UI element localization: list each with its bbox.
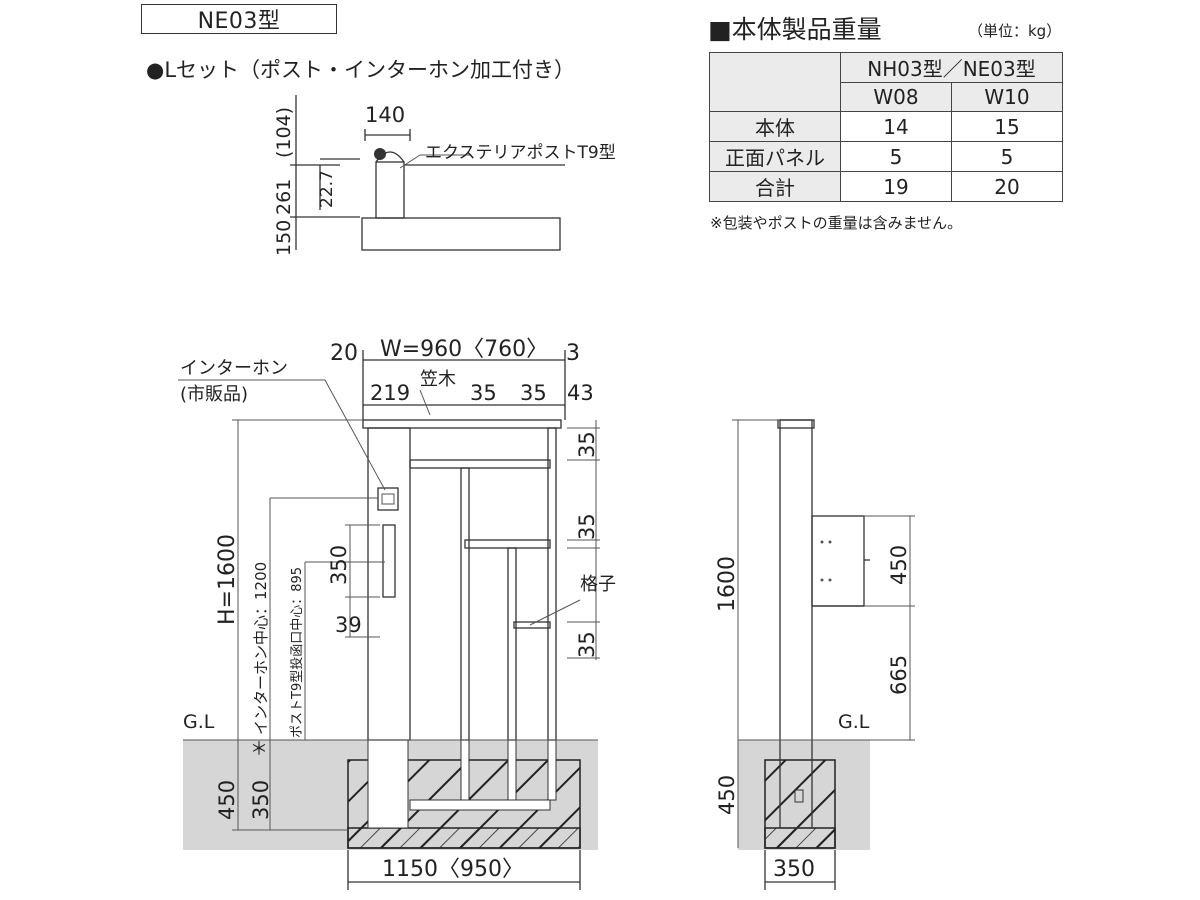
dim-219: 219 (370, 381, 410, 405)
dim-20: 20 (330, 341, 358, 366)
table-row: 合計 19 20 (709, 171, 1063, 202)
row-label: 本体 (709, 111, 841, 142)
weight-note: ※包装やポストの重量は含みません。 (710, 214, 963, 232)
cell-w10: 20 (951, 171, 1063, 202)
cell-w10: 15 (951, 111, 1063, 142)
post-label: エクステリアポストT9型 (425, 143, 616, 163)
dim-261: 261 (273, 179, 295, 215)
table-row: 本体 14 15 (709, 111, 1063, 142)
set-title: ●Lセット（ポスト・インターホン加工付き） (146, 58, 576, 82)
dim-bottom: 1150〈950〉 (382, 857, 524, 882)
row-label: 合計 (709, 171, 841, 202)
side-dim-450-upper: 450 (887, 545, 911, 585)
side-gl-label: G.L (838, 711, 870, 733)
dim-22-7: 22.7 (317, 170, 337, 208)
dim-150: 150 (273, 220, 295, 256)
dim-35b: 35 (520, 381, 547, 405)
kasagi-label: 笠木 (420, 369, 456, 390)
dim-35-right1: 35 (575, 431, 599, 458)
model-label: NE03型 (141, 4, 337, 34)
front-view-drawing: インターホン (市販品) 20 W=960〈760〉 3 219 笠木 35 3… (178, 337, 616, 890)
dim-height: H=1600 (215, 534, 240, 625)
table-header-w10: W10 (951, 82, 1063, 112)
table-header-model: NH03型／NE03型 (840, 52, 1063, 83)
gl-label: G.L (183, 711, 215, 733)
dim-width: W=960〈760〉 (380, 337, 548, 362)
table-row: 正面パネル 5 5 (709, 141, 1063, 172)
cell-w10: 5 (951, 141, 1063, 172)
cell-w08: 19 (840, 171, 952, 202)
dim-39: 39 (335, 613, 362, 637)
side-dim-665: 665 (887, 655, 911, 695)
asterisk: ＊ (250, 739, 268, 760)
dim-3: 3 (566, 341, 580, 366)
dim-35a: 35 (470, 381, 497, 405)
dim-104: (104) (273, 107, 295, 158)
dim-35-right2: 35 (575, 513, 599, 540)
table-corner (709, 52, 841, 112)
weight-title: ■本体製品重量 (708, 15, 882, 44)
top-plan-drawing: (104) 261 150 140 22.7 エクステリアポストT9型 (273, 95, 616, 256)
intercom-label-1: インターホン (180, 358, 288, 379)
dim-43: 43 (567, 381, 594, 405)
post-center: ポストT9型投函口中心：895 (289, 567, 305, 738)
intercom-label-2: (市販品) (180, 384, 248, 405)
dim-35-right3: 35 (575, 631, 599, 658)
dim-450: 450 (215, 780, 239, 820)
dim-350: 350 (327, 545, 351, 585)
weight-unit: （単位：kg） (968, 22, 1062, 40)
side-dim-350: 350 (773, 857, 815, 882)
side-view-drawing: 1600 450 665 G.L 450 350 (715, 419, 915, 890)
side-dim-1600: 1600 (715, 556, 740, 612)
weight-table: NH03型／NE03型 W08 W10 本体 14 15 正面パネル 5 5 合… (709, 52, 1063, 202)
koshi-label: 格子 (580, 574, 616, 595)
intercom-center: インターホン中心：1200 (252, 562, 270, 735)
row-label: 正面パネル (709, 141, 841, 172)
dim-350-base: 350 (249, 780, 273, 820)
side-dim-450-lower: 450 (715, 775, 739, 815)
dim-140: 140 (365, 103, 405, 127)
